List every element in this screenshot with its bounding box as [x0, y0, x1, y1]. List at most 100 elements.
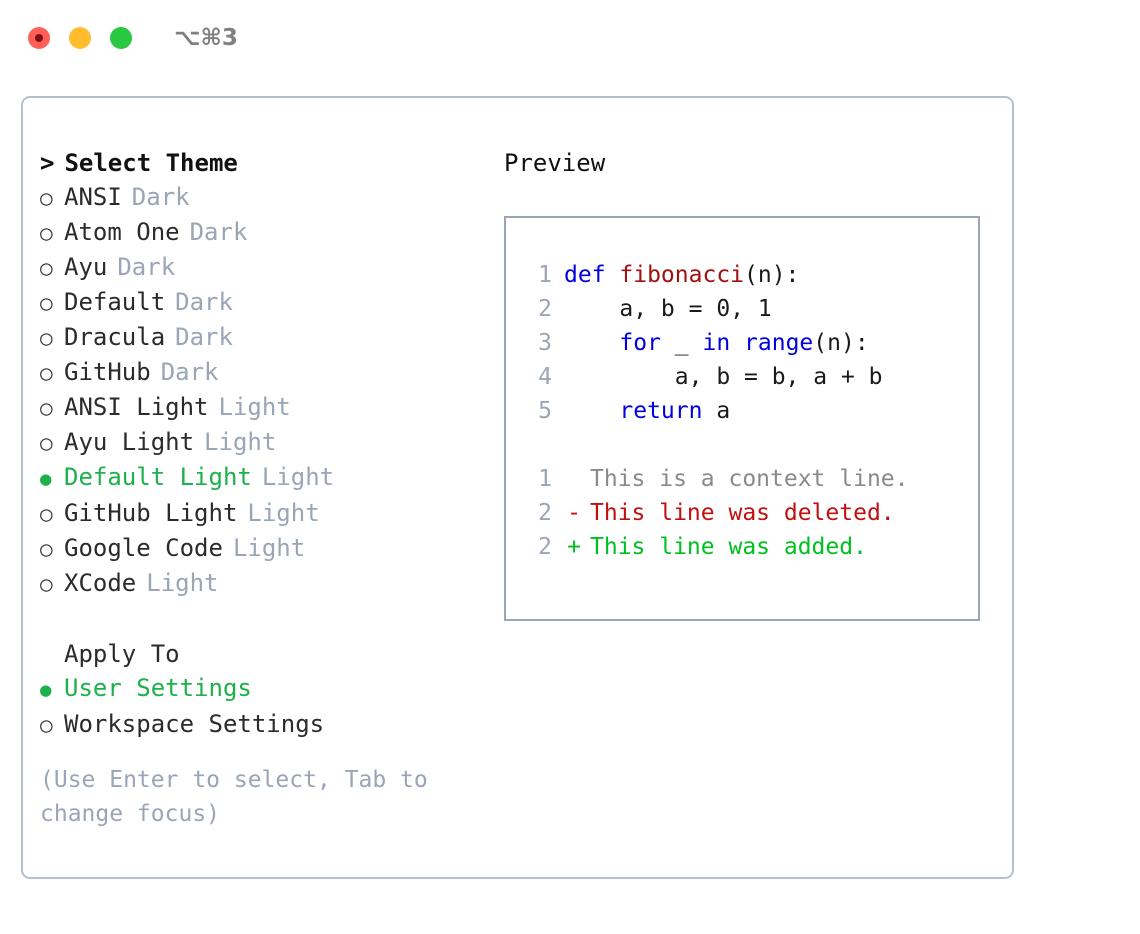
select-theme-title: Select Theme: [64, 149, 238, 177]
code-line: 2 a, b = 0, 1: [524, 292, 978, 326]
select-theme-header: > Select Theme: [40, 146, 500, 180]
theme-variant-tag: Light: [146, 569, 219, 597]
radio-unselected-icon: ○: [40, 256, 53, 280]
code-token: for: [619, 330, 661, 356]
radio-unselected-icon: ○: [40, 502, 53, 526]
apply-to-option-label: User Settings: [64, 674, 252, 702]
theme-variant-tag: Dark: [117, 253, 176, 281]
code-line: 3 for _ in range(n):: [524, 326, 978, 360]
theme-name: GitHub Light: [64, 499, 238, 527]
traffic-lights: [28, 27, 132, 49]
theme-variant-tag: Light: [232, 534, 306, 562]
theme-list-item[interactable]: ○ ANSI Light Light: [40, 390, 500, 425]
code-token: def: [564, 262, 620, 288]
diff-line-number: 2: [538, 500, 552, 526]
code-token: [564, 326, 619, 360]
diff-sample: 1 This is a context line.2-This line was…: [524, 462, 978, 564]
code-token: return: [619, 398, 703, 424]
code-line-number: 5: [538, 398, 552, 424]
theme-list-item[interactable]: ○ GitHub Light Light: [40, 496, 500, 531]
theme-variant-tag: Dark: [189, 218, 248, 246]
apply-to-option[interactable]: ● User Settings: [40, 671, 500, 707]
radio-selected-icon: ●: [40, 679, 52, 701]
code-token: range: [744, 330, 814, 356]
theme-name: Ayu: [64, 253, 108, 281]
radio-unselected-icon: ○: [40, 572, 53, 596]
theme-name: ANSI: [64, 183, 122, 211]
diff-line: 1 This is a context line.: [524, 462, 978, 496]
section-spacer: [40, 601, 500, 637]
apply-to-list: ● User Settings ○ Workspace Settings: [40, 671, 500, 742]
apply-to-option[interactable]: ○ Workspace Settings: [40, 707, 500, 742]
theme-name: Ayu Light: [64, 428, 195, 456]
theme-list-item[interactable]: ○ Ayu Dark: [40, 250, 500, 285]
radio-unselected-icon: ○: [40, 186, 53, 210]
diff-line-number: 1: [538, 466, 552, 492]
zoom-button[interactable]: [110, 27, 132, 49]
theme-name: XCode: [64, 569, 137, 597]
theme-list-item[interactable]: ● Default Light Light: [40, 460, 500, 496]
keyboard-hint: (Use Enter to select, Tab to change focu…: [40, 767, 442, 827]
diff-line: 2+This line was added.: [524, 530, 978, 564]
minimize-button[interactable]: [69, 27, 91, 49]
keyboard-shortcut-label: ⌥⌘3: [174, 25, 238, 51]
theme-variant-tag: Light: [204, 428, 277, 456]
apply-to-label: Apply To: [64, 640, 180, 668]
radio-unselected-icon: ○: [40, 361, 53, 385]
code-token: a, b = b, a + b: [564, 364, 883, 390]
code-token: [730, 326, 744, 360]
diff-marker: [564, 462, 584, 496]
code-line: 4 a, b = b, a + b: [524, 360, 978, 394]
code-token: a: [702, 398, 731, 424]
theme-variant-tag: Light: [247, 499, 320, 527]
theme-list-item[interactable]: ○ Ayu Light Light: [40, 425, 500, 460]
code-line-number: 2: [538, 296, 552, 322]
theme-variant-tag: Dark: [160, 358, 219, 386]
code-token: (n):: [744, 262, 800, 288]
diff-spacer: [524, 428, 978, 462]
code-token: in: [702, 330, 731, 356]
radio-unselected-icon: ○: [40, 221, 53, 245]
theme-list-item[interactable]: ○ Atom One Dark: [40, 215, 500, 250]
radio-unselected-icon: ○: [40, 713, 53, 737]
diff-text: This is a context line.: [590, 466, 909, 492]
theme-name: ANSI Light: [64, 393, 209, 421]
code-line-number: 4: [538, 364, 552, 390]
title-bar: ⌥⌘3: [0, 0, 1140, 76]
theme-name: Google Code: [64, 534, 223, 562]
code-token: _: [660, 330, 703, 356]
theme-variant-tag: Light: [261, 463, 335, 491]
theme-variant-tag: Dark: [175, 323, 233, 351]
theme-variant-tag: Light: [218, 393, 291, 421]
apply-to-option-label: Workspace Settings: [64, 710, 325, 738]
radio-unselected-icon: ○: [40, 396, 53, 420]
close-button[interactable]: [28, 27, 50, 49]
diff-line-number: 2: [538, 534, 552, 560]
theme-name: Atom One: [64, 218, 180, 246]
code-line-number: 3: [538, 330, 552, 356]
radio-unselected-icon: ○: [40, 431, 53, 455]
code-token: fibonacci: [619, 262, 745, 288]
radio-unselected-icon: ○: [40, 291, 53, 315]
theme-variant-tag: Dark: [175, 288, 233, 316]
theme-name: Default Light: [64, 463, 252, 491]
theme-list-item[interactable]: ○ XCode Light: [40, 566, 500, 601]
code-token: (n):: [813, 330, 869, 356]
code-token: [564, 394, 619, 428]
diff-text: This line was added.: [590, 534, 867, 560]
prompt-caret-icon: >: [40, 149, 55, 177]
radio-selected-icon: ●: [40, 468, 52, 490]
